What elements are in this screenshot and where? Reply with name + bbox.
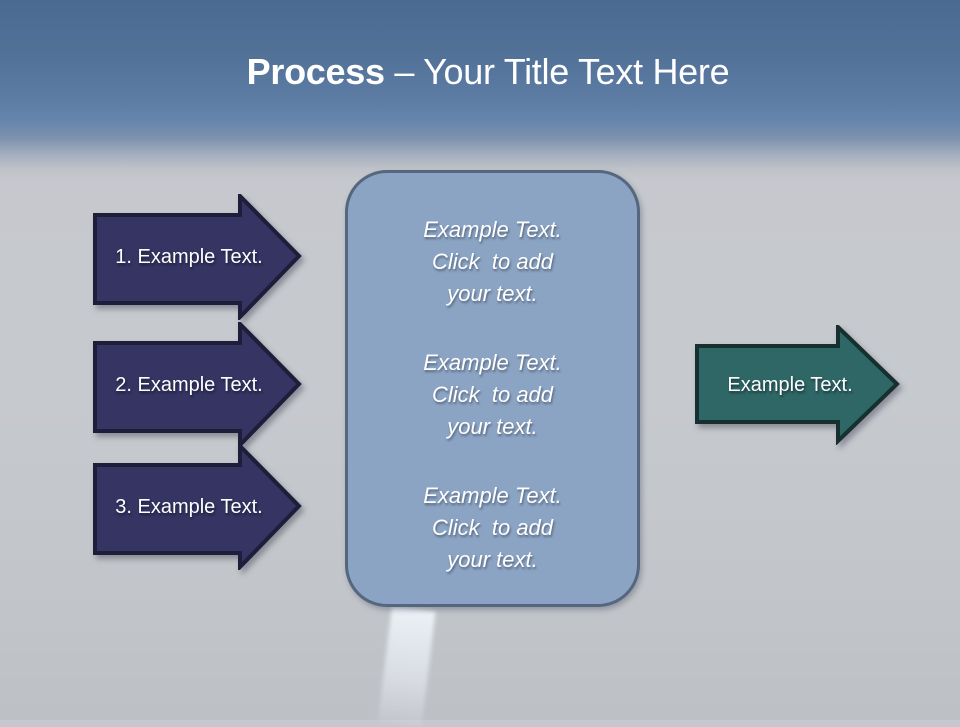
- process-arrow-3-label: 3. Example Text.: [115, 495, 263, 518]
- text-line: Click to add: [431, 249, 554, 274]
- process-arrow-1: 1. Example Text.: [93, 194, 303, 320]
- text-block-1: Example Text. Click to add your text.: [366, 214, 619, 310]
- header-band: [0, 0, 960, 180]
- text-line: Click to add: [431, 515, 554, 540]
- result-arrow-label: Example Text.: [727, 373, 853, 396]
- slide-title-bold: Process: [246, 51, 385, 92]
- text-line: Example Text.: [423, 350, 562, 375]
- text-line: your text.: [447, 414, 538, 439]
- right-arrow-shape: [93, 194, 302, 320]
- text-block-2: Example Text. Click to add your text.: [366, 347, 619, 443]
- process-arrow-2: 2. Example Text.: [93, 322, 303, 448]
- text-block-3: Example Text. Click to add your text.: [366, 480, 619, 576]
- text-line: Example Text.: [423, 217, 562, 242]
- text-line: Click to add: [431, 382, 554, 407]
- process-arrow-2-label: 2. Example Text.: [115, 373, 263, 396]
- process-arrow-1-label: 1. Example Text.: [115, 245, 263, 268]
- right-arrow-shape: [93, 444, 302, 570]
- slide-title: Process – Your Title Text Here: [8, 50, 960, 94]
- right-arrow-shape: [695, 325, 900, 445]
- text-line: your text.: [447, 547, 538, 572]
- text-line: your text.: [447, 281, 538, 306]
- result-arrow: Example Text.: [695, 325, 903, 445]
- process-arrow-3: 3. Example Text.: [93, 444, 303, 570]
- center-text-panel: Example Text. Click to add your text. Ex…: [345, 170, 640, 607]
- background-photo-streak: [377, 606, 436, 727]
- right-arrow-shape: [93, 322, 302, 448]
- text-line: Example Text.: [423, 483, 562, 508]
- slide-title-rest: – Your Title Text Here: [384, 51, 730, 92]
